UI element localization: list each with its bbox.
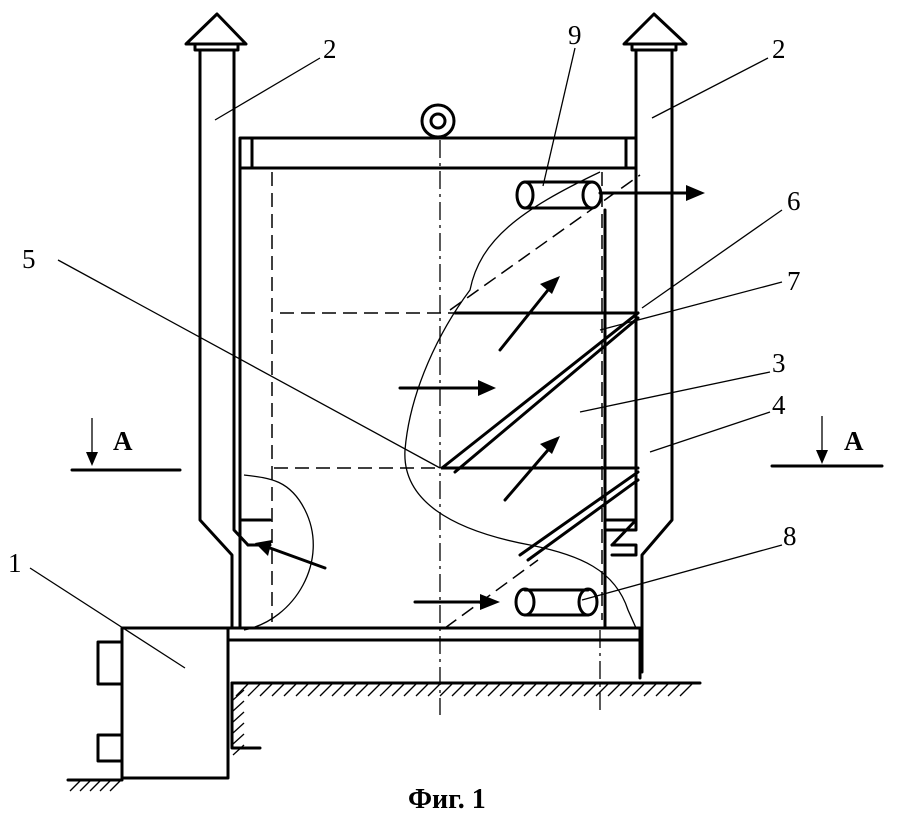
ground-hatch-stroke xyxy=(475,683,489,697)
ground-hatch-stroke xyxy=(343,683,357,697)
ground-hatch-stroke xyxy=(451,683,465,697)
ground-hatch-stroke xyxy=(247,683,261,697)
ground-hatch-stroke xyxy=(595,683,609,697)
label-inlet-pipe: 8 xyxy=(783,521,797,551)
ground-hatch-stroke xyxy=(487,683,501,697)
label-outer-wall: 4 xyxy=(772,390,786,420)
ground-hatch-stroke xyxy=(631,683,645,697)
ground-hatch-stroke xyxy=(679,683,693,697)
ground-hatch-stroke xyxy=(283,683,297,697)
ground-hatch-stroke xyxy=(379,683,393,697)
ground-hatch-stroke xyxy=(463,683,477,697)
ground-hatch-stroke xyxy=(79,780,91,792)
ground-hatch-stroke xyxy=(559,683,573,697)
ground-hatch-stroke xyxy=(232,711,245,723)
label-chimney-right: 2 xyxy=(772,34,786,64)
ground-hatch-stroke xyxy=(109,780,121,792)
ground-hatch-stroke xyxy=(232,689,245,701)
part-labels: 1 2 2 3 4 5 6 7 8 9 xyxy=(8,20,801,578)
ground-hatch-stroke xyxy=(331,683,345,697)
ground-hatch-stroke xyxy=(271,683,285,697)
ground-hatch-stroke xyxy=(607,683,621,697)
label-shelf-edge: 5 xyxy=(22,244,36,274)
inlet-pipe xyxy=(514,587,599,617)
section-label-right: А xyxy=(844,426,864,456)
ground-hatch-stroke xyxy=(259,683,273,697)
ground-hatch-stroke xyxy=(499,683,513,697)
ground-hatch-stroke xyxy=(667,683,681,697)
ground-hatch-stroke xyxy=(232,744,245,756)
ground-hatch-stroke xyxy=(655,683,669,697)
ground-hatch-stroke xyxy=(571,683,585,697)
ground-hatch-stroke xyxy=(367,683,381,697)
section-marks: А А xyxy=(70,416,884,472)
ground-hatch-stroke xyxy=(69,780,81,792)
ground-hatch-stroke xyxy=(89,780,101,792)
ground-hatch-stroke xyxy=(643,683,657,697)
tank-lid xyxy=(238,103,638,170)
ground-hatch-stroke xyxy=(403,683,417,697)
ground-hatch-stroke xyxy=(415,683,429,697)
ground-hatch-stroke xyxy=(232,722,245,734)
flow-boundary xyxy=(243,171,637,631)
section-label-left: А xyxy=(113,426,133,456)
ground-hatch-stroke xyxy=(619,683,633,697)
flow-arrows xyxy=(255,185,705,610)
ground-hatch-stroke xyxy=(547,683,561,697)
ground-hatch-stroke xyxy=(235,683,249,697)
label-chimney-left: 2 xyxy=(323,34,337,64)
ground-hatch-stroke xyxy=(439,683,453,697)
label-shelf-incline: 7 xyxy=(787,266,801,296)
ground-hatch-stroke xyxy=(232,700,245,712)
ground-hatch-stroke xyxy=(307,683,321,697)
ground-hatch-stroke xyxy=(232,733,245,745)
label-shelf-upper: 6 xyxy=(787,186,801,216)
figure-caption: Фиг. 1 xyxy=(408,784,486,815)
furnace xyxy=(96,626,230,780)
ground-hatch-stroke xyxy=(583,683,597,697)
shelves xyxy=(274,174,641,629)
ground-hatch-stroke xyxy=(523,683,537,697)
leader-lines xyxy=(29,47,783,669)
label-inner-wall: 3 xyxy=(772,348,786,378)
chimney-left xyxy=(184,12,250,630)
ground-hatch-stroke xyxy=(427,683,441,697)
chimney-right xyxy=(610,12,688,674)
ground-hatch-stroke xyxy=(391,683,405,697)
ground-hatch-stroke xyxy=(355,683,369,697)
ground-hatch-stroke xyxy=(319,683,333,697)
label-outlet-pipe: 9 xyxy=(568,20,582,50)
ground-hatch-stroke xyxy=(511,683,525,697)
outlet-pipe xyxy=(515,180,603,210)
ground-hatch-stroke xyxy=(535,683,549,697)
ground xyxy=(66,681,702,792)
tank-body xyxy=(238,166,638,630)
base-slab xyxy=(226,626,642,680)
label-furnace: 1 xyxy=(8,548,22,578)
ground-hatch-stroke xyxy=(295,683,309,697)
ground-hatch-stroke xyxy=(99,780,111,792)
